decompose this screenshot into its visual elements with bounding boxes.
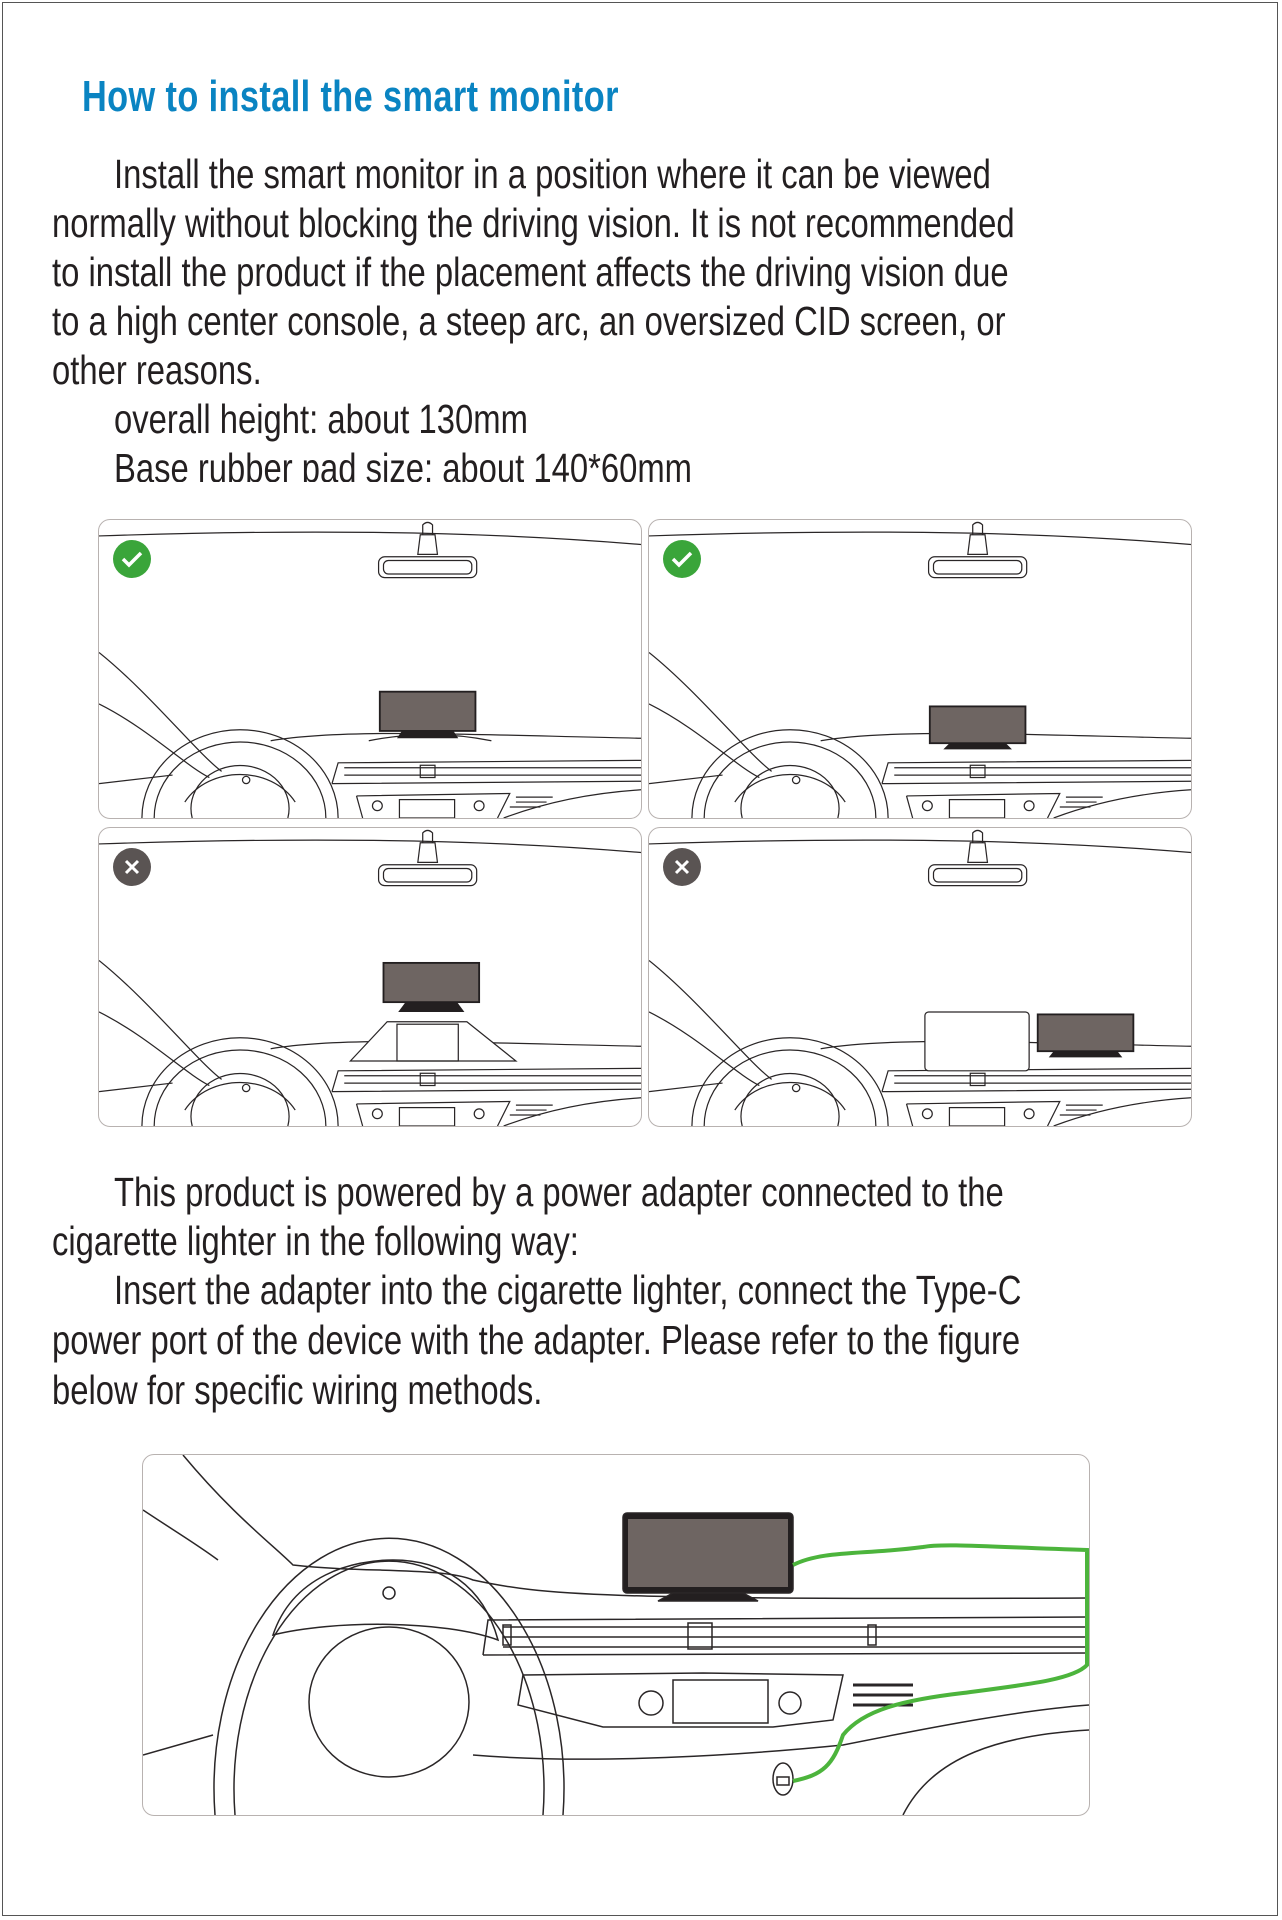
smart-monitor [928,705,1027,750]
intro-line: to a high center console, a steep arc, a… [52,298,1006,344]
intro-line: Install the smart monitor in a position … [114,151,991,197]
check-icon [663,540,701,578]
smart-monitor [368,690,492,742]
example-correct-2 [648,519,1192,819]
intro-line: normally without blocking the driving vi… [52,200,1015,246]
power-line: power port of the device with the adapte… [52,1317,1021,1363]
pad-spec: Base rubber pad size: about 140*60mm [114,446,693,482]
height-spec: overall height: about 130mm [114,396,528,442]
example-incorrect-1 [98,827,642,1127]
power-line: below for specific wiring methods. [52,1367,543,1413]
smart-monitor [348,961,518,1062]
power-line: Insert the adapter into the cigarette li… [114,1267,1022,1313]
x-icon [663,848,701,886]
page-title: How to install the smart monitor [82,72,619,121]
x-icon [113,848,151,886]
intro-line: to install the product if the placement … [52,249,1009,295]
smart-monitor [924,1011,1135,1072]
example-correct-1 [98,519,642,819]
example-incorrect-2 [648,827,1192,1127]
check-icon [113,540,151,578]
power-line: cigarette lighter in the following way: [52,1218,579,1264]
power-line: This product is powered by a power adapt… [114,1169,1004,1215]
wiring-diagram [142,1454,1090,1816]
intro-line: other reasons. [52,347,262,393]
